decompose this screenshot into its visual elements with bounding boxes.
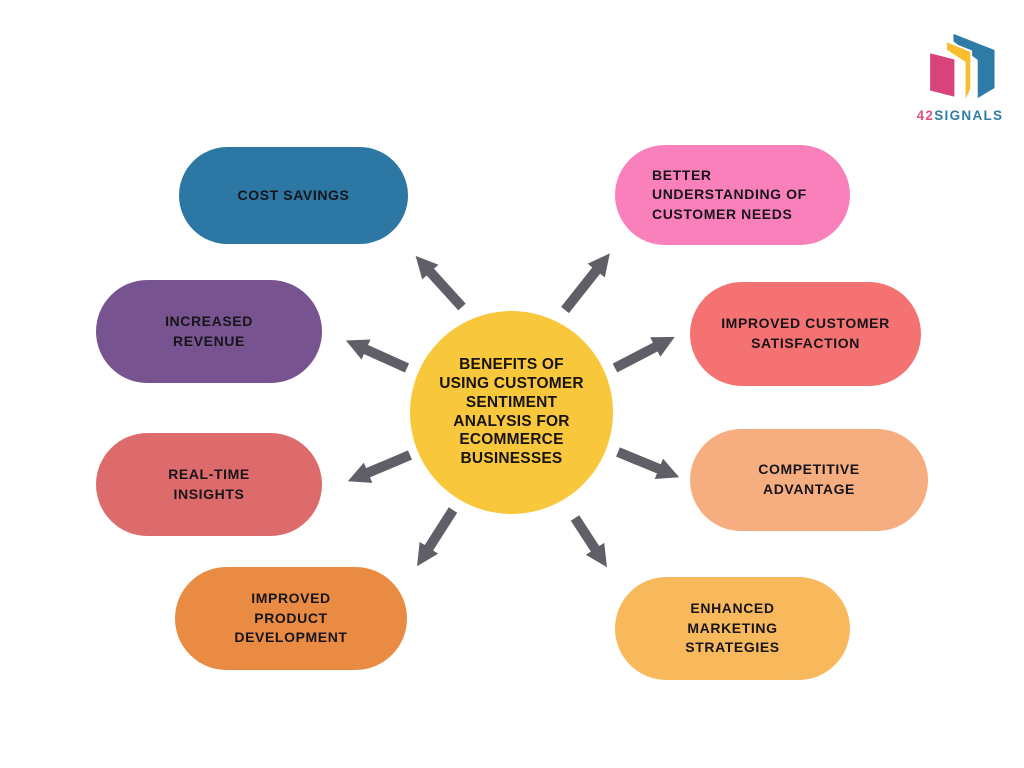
- node-better-understanding-of-customer-needs: BETTER UNDERSTANDING OF CUSTOMER NEEDS: [615, 145, 850, 245]
- arrow-to-improved-product-development: [417, 507, 458, 567]
- node-competitive-advantage: COMPETITIVE ADVANTAGE: [690, 429, 928, 531]
- node-real-time-insights: REAL-TIME INSIGHTS: [96, 433, 322, 536]
- node-cost-savings: COST SAVINGS: [179, 147, 408, 244]
- cube-face-pink: [928, 51, 957, 99]
- logo-text-signals: SIGNALS: [934, 108, 1004, 123]
- arrow-to-increased-revenue: [345, 339, 410, 373]
- center-node-benefits: BENEFITS OF USING CUSTOMER SENTIMENT ANA…: [410, 311, 613, 514]
- arrow-to-better-understanding: [561, 253, 610, 314]
- node-increased-revenue: INCREASED REVENUE: [96, 280, 322, 383]
- 42signals-logo: 42SIGNALS: [910, 30, 1010, 123]
- arrow-to-improved-customer-satisfaction: [612, 336, 675, 373]
- arrow-to-real-time-insights: [347, 450, 412, 483]
- arrow-to-competitive-advantage: [616, 447, 680, 479]
- node-improved-product-development: IMPROVED PRODUCT DEVELOPMENT: [175, 567, 407, 670]
- node-enhanced-marketing-strategies: ENHANCED MARKETING STRATEGIES: [615, 577, 850, 680]
- cube-logo-icon: [928, 31, 997, 104]
- logo-text-42: 42: [916, 108, 935, 123]
- node-improved-customer-satisfaction: IMPROVED CUSTOMER SATISFACTION: [690, 282, 921, 386]
- arrow-to-cost-savings: [415, 255, 466, 311]
- cube-face-blue: [951, 31, 997, 101]
- arrow-to-enhanced-marketing-strategies: [570, 515, 607, 568]
- cube-face-yellow: [945, 40, 973, 104]
- logo-wordmark: 42SIGNALS: [910, 108, 1010, 123]
